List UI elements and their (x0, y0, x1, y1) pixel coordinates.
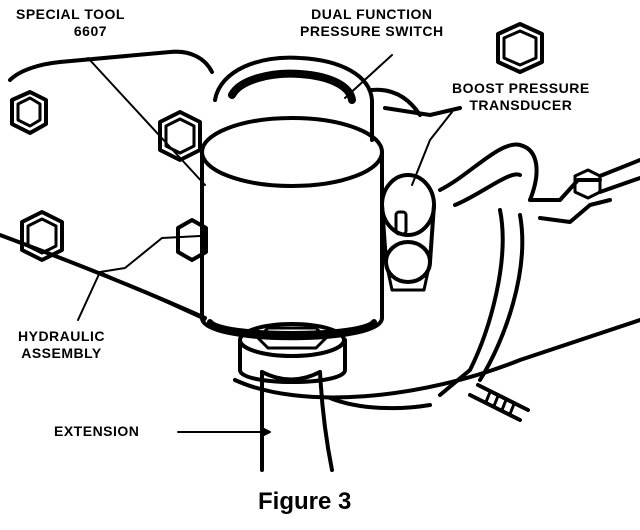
leader-special-tool (87, 57, 206, 186)
extension-socket (238, 322, 347, 472)
special-tool-label-line2: 6607 (73, 23, 108, 39)
bolt-upper-right (496, 22, 544, 74)
threaded-stud (468, 383, 530, 422)
mounting-plate (0, 49, 640, 411)
figure-caption: Figure 3 (258, 488, 352, 515)
hydraulic-lines (438, 142, 640, 397)
boost-pressure-label: BOOST PRESSURE TRANSDUCER (452, 80, 590, 114)
dual-function-label: DUAL FUNCTION PRESSURE SWITCH (300, 6, 444, 40)
leader-dual-function (344, 54, 393, 99)
special-tool-label-line1: SPECIAL TOOL (16, 6, 125, 22)
leader-hydraulic-b (99, 271, 206, 321)
special-tool-cylinder (200, 116, 384, 341)
pressure-switch-body (213, 55, 462, 142)
dual-function-label-line1: DUAL FUNCTION (311, 6, 433, 22)
dual-function-label-line2: PRESSURE SWITCH (300, 23, 444, 39)
special-tool-label: SPECIAL TOOL 6607 (16, 6, 125, 40)
leader-hydraulic-a (77, 235, 201, 321)
bolt-upper-center (158, 110, 202, 162)
boost-pressure-label-line1: BOOST PRESSURE (452, 80, 590, 96)
hydraulic-assembly-label-line1: HYDRAULIC (18, 328, 105, 344)
leader-lines (77, 54, 453, 437)
bolt-left-upper (10, 90, 48, 135)
bolt-mid-left (176, 218, 208, 262)
hydraulic-assembly-label-line2: ASSEMBLY (21, 345, 102, 361)
extension-label: EXTENSION (54, 423, 140, 439)
leader-boost-pressure (411, 111, 453, 186)
hydraulic-assembly-label: HYDRAULIC ASSEMBLY (18, 328, 105, 362)
boost-pressure-transducer (380, 173, 436, 292)
boost-pressure-label-line2: TRANSDUCER (469, 97, 573, 113)
bolt-left-lower (20, 210, 64, 262)
